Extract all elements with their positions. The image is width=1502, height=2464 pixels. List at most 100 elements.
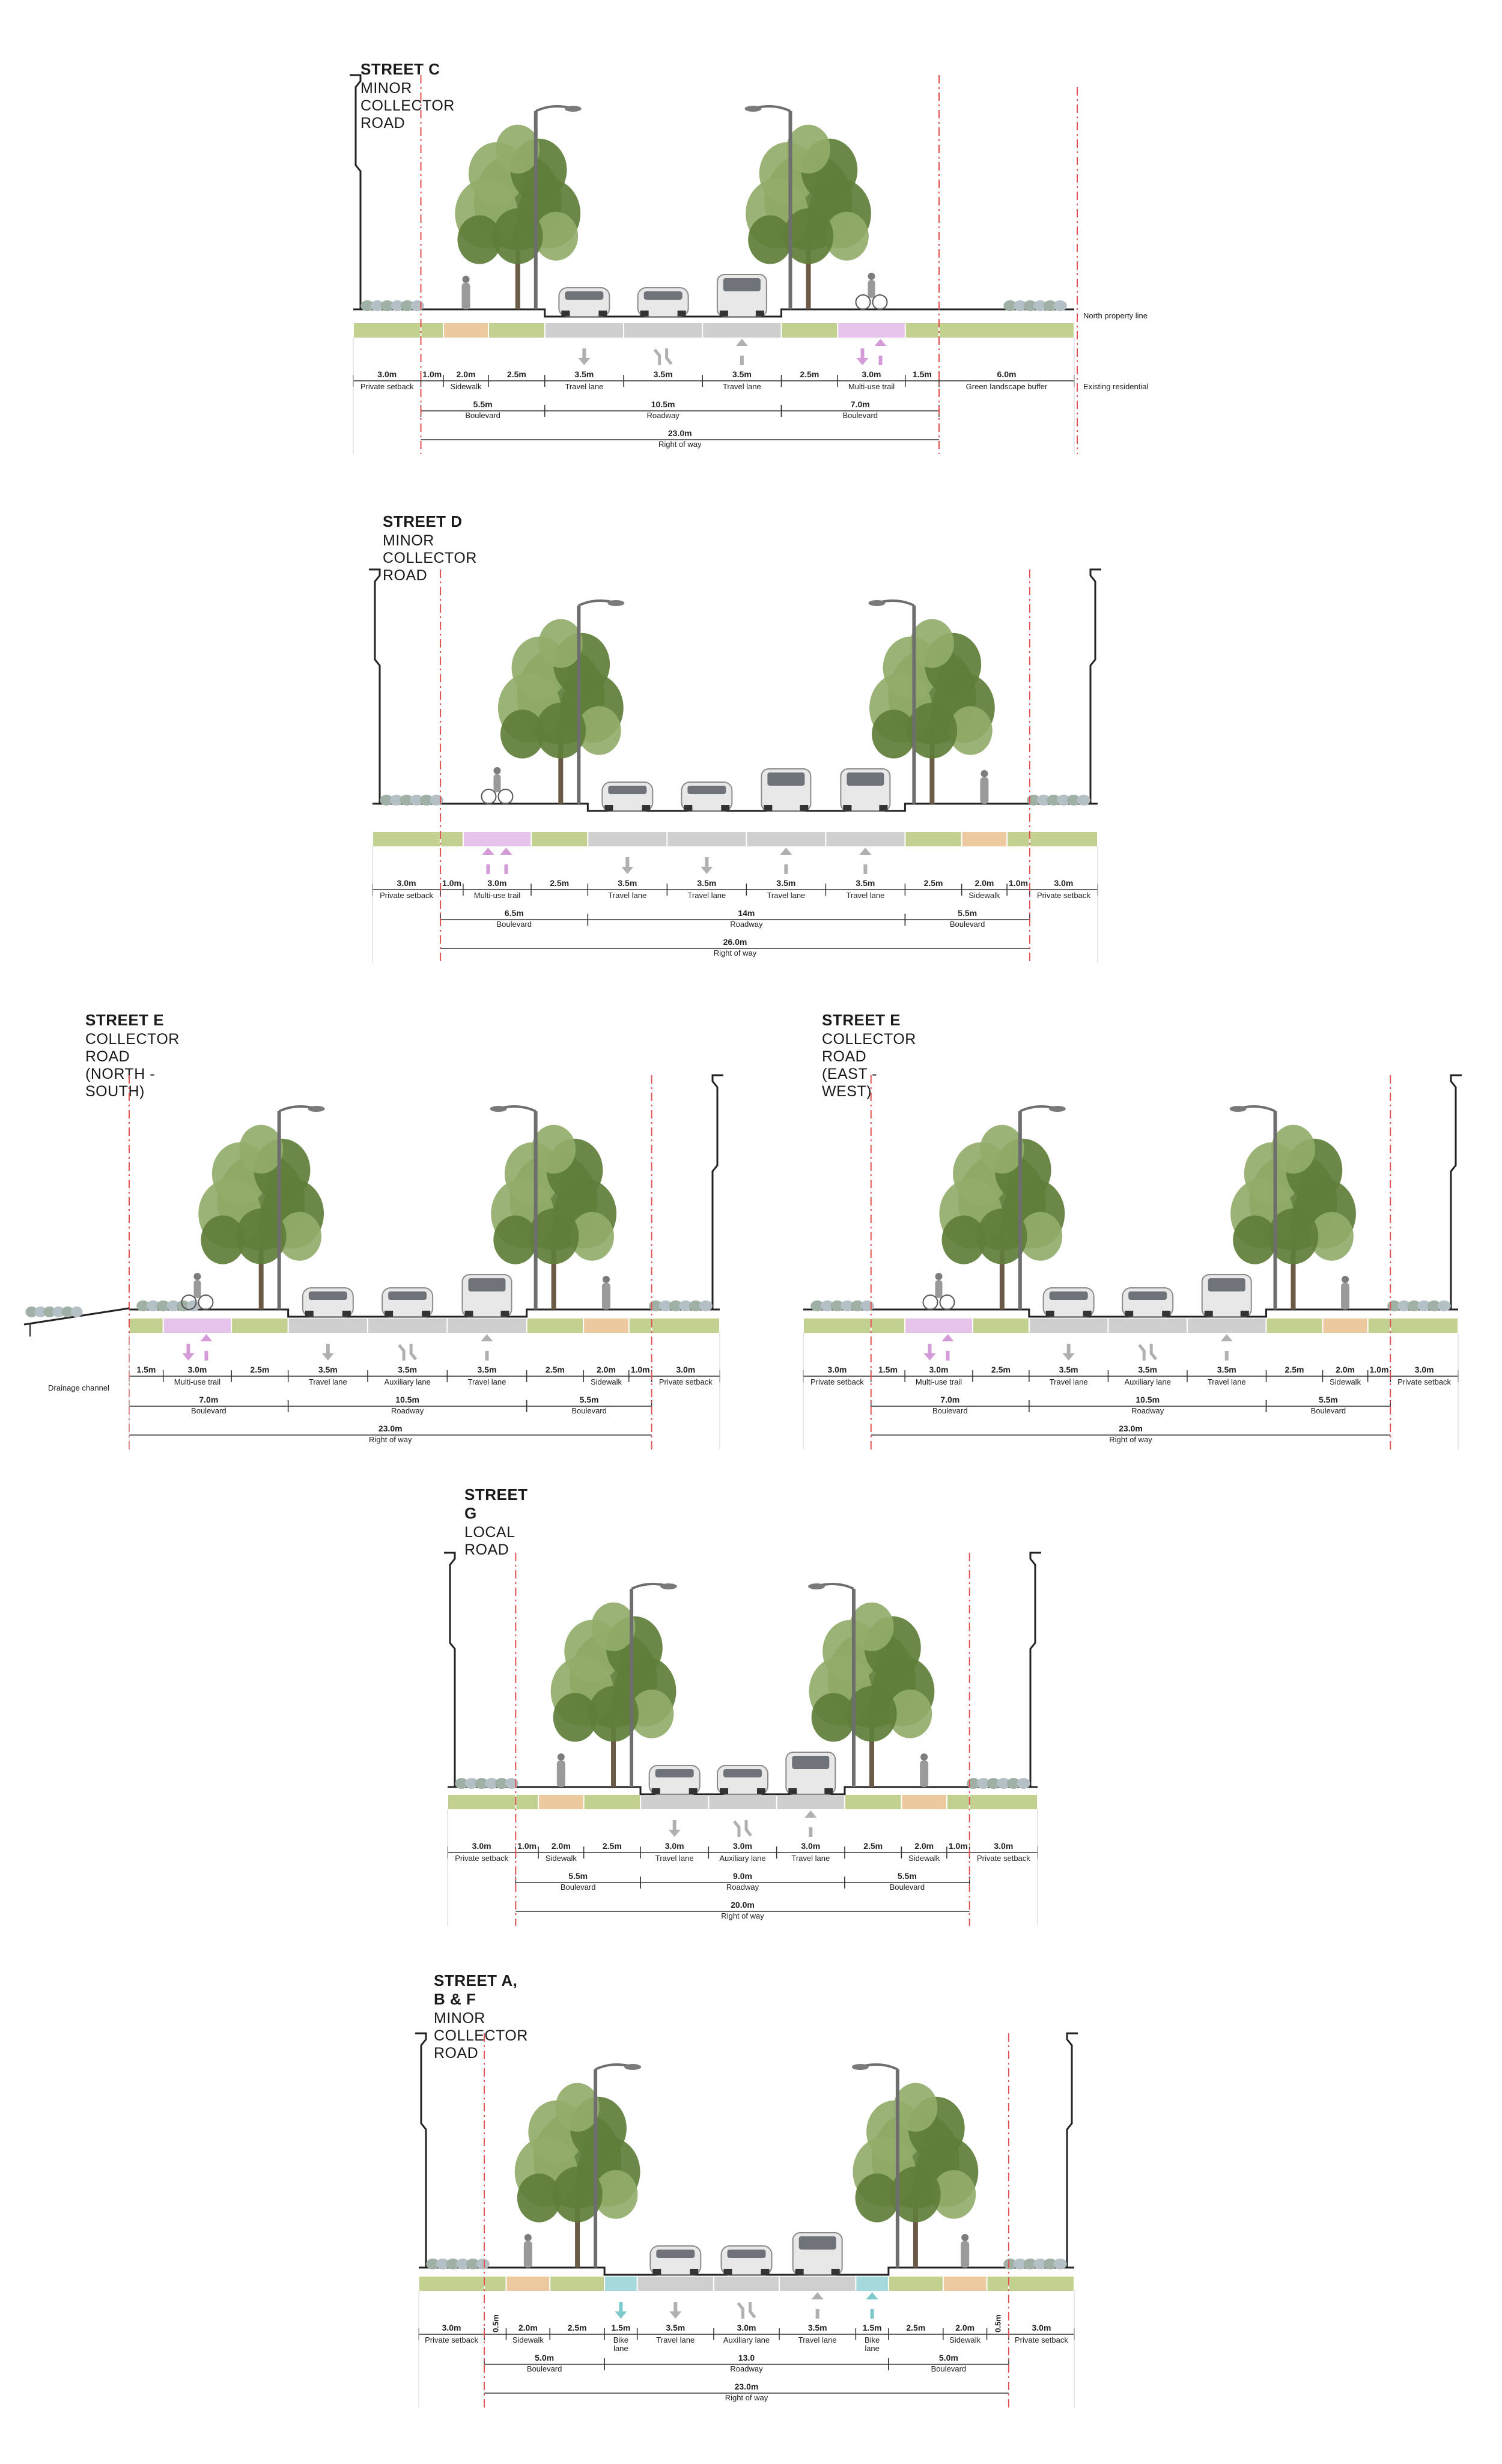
strip-width-label: 3.5m [856, 878, 875, 888]
span-name-label: Roadway [730, 920, 763, 929]
span-name-label: Boulevard [191, 1406, 227, 1415]
car-wheel [305, 1311, 314, 1317]
section-title: STREET E COLLECTOR ROAD (NORTH - SOUTH) [85, 1011, 180, 1100]
pole-post [277, 1111, 281, 1309]
cyclist-head [935, 1273, 943, 1280]
pole-lamp [1229, 1106, 1247, 1112]
lane-arrow-down-icon [578, 348, 591, 365]
strip-name-label: Auxiliary lane [719, 1854, 765, 1863]
span-name-label: Roadway [1131, 1406, 1164, 1415]
strip-name-label: Sidewalk [546, 1854, 577, 1863]
turn-arrow-icon [1138, 1344, 1158, 1361]
shrub-blob [1033, 2259, 1047, 2269]
shrub-blob [136, 1300, 150, 1311]
section-title: STREET D MINOR COLLECTOR ROAD [383, 512, 477, 584]
street-name: STREET E [822, 1011, 901, 1029]
span-name-label: Boulevard [527, 2364, 562, 2373]
pole-arm [1242, 1105, 1276, 1112]
turn-left-shaft [1138, 1344, 1146, 1361]
car-wheel [761, 2269, 770, 2275]
trail-arrow-up-icon [500, 848, 512, 874]
car-wheel [640, 311, 649, 317]
strip-sidewalk [506, 2277, 550, 2291]
car-wheel [831, 2269, 840, 2275]
strip-name-label: Private setback [659, 1377, 713, 1386]
vehicle [792, 2232, 843, 2275]
row-width-label: 23.0m [1119, 1424, 1143, 1433]
pedestrian [461, 276, 470, 309]
span-width-label: 5.5m [958, 908, 977, 918]
tree-foliage [855, 2173, 899, 2223]
vehicle [601, 781, 654, 812]
tree-foliage [239, 1124, 284, 1174]
row-name-label: Right of way [369, 1435, 412, 1444]
arrow-head [200, 1334, 213, 1341]
car-windshield [565, 291, 604, 300]
strip-name-label: Travel lane [798, 2335, 837, 2344]
car-wheel [843, 805, 852, 811]
vehicle [840, 768, 891, 812]
pole-post [1273, 1111, 1277, 1309]
strip-name-label: Travel lane [791, 1854, 830, 1863]
car-windshield [723, 1769, 762, 1777]
arrow-head [701, 867, 713, 874]
person-head [602, 1276, 610, 1283]
tree-foliage [538, 619, 583, 668]
pole-lamp [308, 1106, 325, 1112]
tree-foliage [872, 709, 916, 759]
bike-wheel [497, 789, 514, 804]
building-left [415, 2032, 427, 2268]
strip-green [130, 1318, 163, 1333]
pole-lamp [1048, 1106, 1066, 1112]
strip-name-label: Private setback [1015, 2335, 1068, 2344]
shrub-blob [389, 795, 404, 806]
car-windshield [308, 1291, 347, 1300]
shrub-blob [976, 1778, 991, 1789]
lane-arrow-up-icon [859, 848, 872, 874]
strip-width-label: 3.0m [442, 2323, 461, 2332]
strip-width-label: 2.0m [974, 878, 994, 888]
vehicle [648, 1765, 701, 1795]
strip-name-label: Travel lane [1050, 1377, 1088, 1386]
tree-left [514, 2083, 640, 2268]
tree-foliage [850, 1602, 894, 1651]
car-windshield [655, 1769, 694, 1777]
vehicle [1042, 1287, 1095, 1317]
strip-green [871, 1318, 905, 1333]
road-type: MINOR COLLECTOR ROAD [360, 80, 455, 132]
tree-left [497, 619, 624, 804]
tree-foliage [786, 124, 831, 174]
shrub-right [967, 1778, 1030, 1789]
pole-arm [631, 1583, 665, 1590]
shrub-blob [446, 2259, 460, 2269]
strip-width-label: 3.0m [1032, 2323, 1051, 2332]
shrub-blob [1023, 2259, 1037, 2269]
strip-name-label: Travel lane [846, 891, 884, 900]
strip-road [1108, 1318, 1187, 1333]
arrow-head [321, 1353, 334, 1361]
strip-width-label: 2.5m [924, 878, 943, 888]
car-wheel [755, 311, 764, 317]
trail-arrow-up-icon [941, 1334, 954, 1361]
row-width-label: 20.0m [731, 1900, 755, 1910]
shrub-blob [419, 795, 434, 806]
strip-green [232, 1318, 288, 1333]
cyclist [481, 767, 514, 804]
strip-name-label: Sidewalk [1330, 1377, 1361, 1386]
strip-road [703, 323, 781, 338]
car-wheel [720, 1788, 728, 1794]
strip-width-label: 2.5m [603, 1841, 622, 1851]
shrub-blob [997, 1778, 1011, 1789]
car-wheel [604, 805, 613, 811]
shrub-blob [1066, 795, 1081, 806]
pole-arm [578, 599, 612, 607]
pole-arm [757, 105, 791, 112]
pole-lamp [564, 106, 582, 112]
shrub-blob [52, 1306, 65, 1317]
strip-green [629, 1318, 651, 1333]
strip-green [441, 832, 463, 846]
shrub-blob [456, 2259, 470, 2269]
strip-width-label: 3.0m [733, 1841, 752, 1851]
car-windshield [388, 1291, 427, 1300]
shrub-blob [820, 1300, 835, 1311]
